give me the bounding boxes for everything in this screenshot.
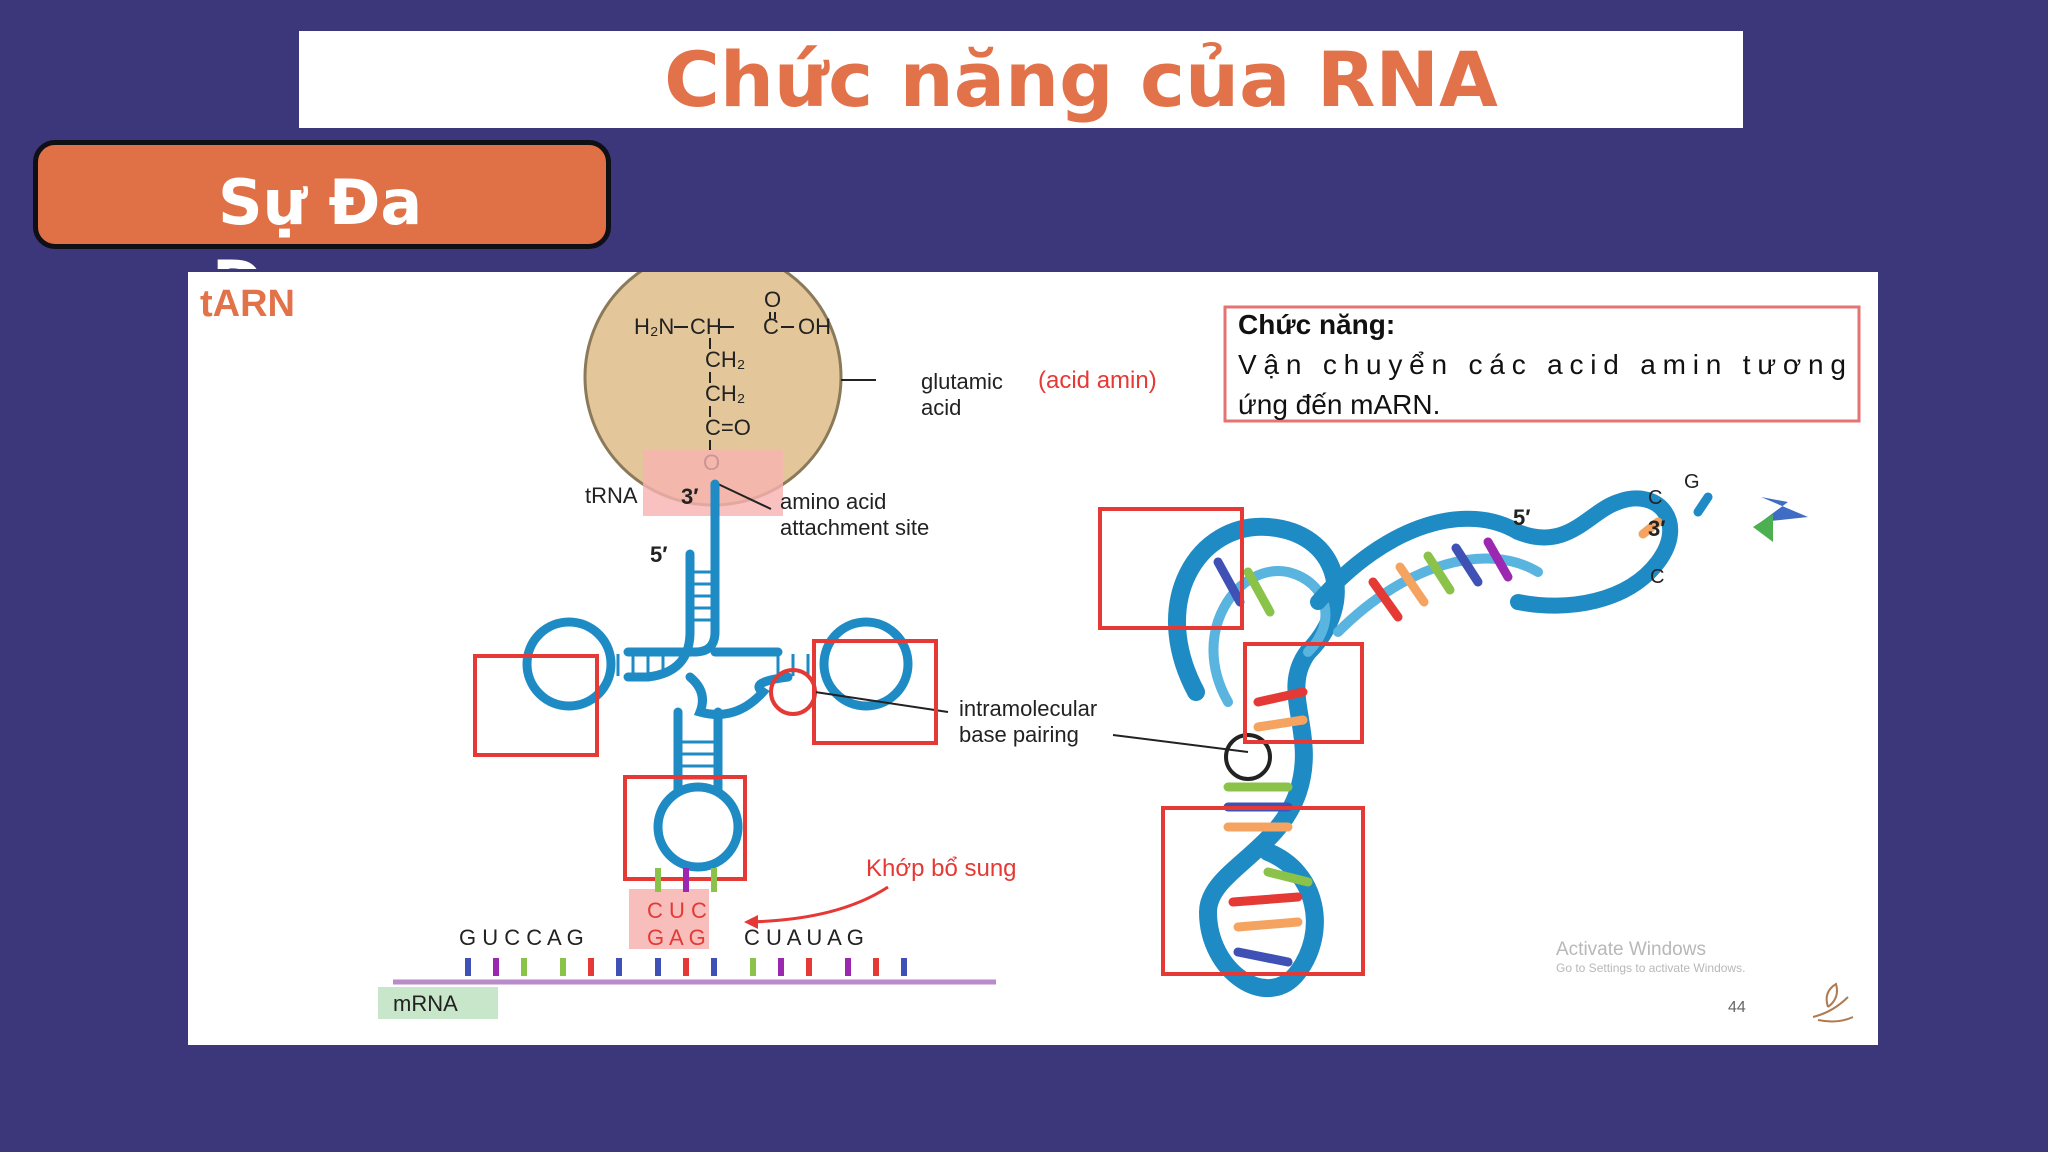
badge-label: Sự Đa	[218, 166, 423, 239]
leaf-logo-icon	[1812, 982, 1854, 1023]
base-pairing-circle	[769, 668, 817, 716]
function-line2: ứng đến mARN.	[1238, 389, 1440, 420]
trna-5prime-label: 5′	[650, 542, 668, 567]
badge-overflow-text: D	[212, 255, 272, 269]
complementary-label: Khớp bổ sung	[866, 855, 1017, 882]
trna-label: tRNA	[585, 483, 638, 508]
base-pair-rungs	[616, 570, 810, 780]
tarn-label: tARN	[200, 283, 295, 325]
complementary-arrowhead	[744, 915, 758, 929]
anticodon-stems	[655, 868, 717, 892]
mrna-sequence-left: G U C C A G	[459, 925, 584, 950]
attachment-pointer	[717, 483, 772, 510]
base-pairing-pointer	[814, 691, 949, 713]
model-5prime-label: 5′	[1513, 505, 1531, 530]
model-3prime-label: 3′	[1648, 516, 1666, 541]
model-g-label: G	[1684, 471, 1700, 493]
pairing-highlight	[629, 889, 709, 949]
mrna-sequence-right: C U A U A G	[744, 925, 864, 950]
acid-label: acid	[921, 395, 961, 420]
chem-c-eq-o: C=O	[705, 415, 751, 440]
complementary-arrow	[747, 885, 889, 924]
chemical-structure: H₂N CH O C OH CH₂ CH₂ C=O O	[634, 287, 831, 475]
codon-label: G A G	[647, 925, 706, 950]
acid-amin-label: (acid amin)	[1038, 367, 1157, 394]
model-highlight-boxes	[1098, 507, 1365, 976]
diagram-panel: tARN H₂N CH O C OH CH₂ CH₂ C=O O glutami…	[188, 247, 1878, 1045]
chem-ch2-1: CH₂	[705, 347, 745, 372]
anticodon-label: C U C	[647, 898, 707, 923]
function-box	[1223, 305, 1861, 423]
page-number: 44	[1728, 999, 1746, 1016]
mrna-bases	[465, 958, 907, 976]
mrna-label-bg	[378, 987, 498, 1019]
intramolecular-label: intramolecular	[959, 696, 1097, 721]
base-pairing-label: base pairing	[959, 722, 1079, 747]
section-badge: Sự Đa	[33, 140, 611, 249]
chem-amine: H₂N	[634, 314, 674, 339]
model-c-label-2: C	[1650, 566, 1664, 588]
watermark-line1: Activate Windows	[1556, 939, 1706, 960]
title-bar: Chức năng của RNA	[299, 31, 1743, 128]
attachment-site-label: attachment site	[780, 515, 929, 540]
chem-oh: OH	[798, 314, 831, 339]
chem-ch2-2: CH₂	[705, 381, 745, 406]
cloverleaf-highlight-boxes	[473, 639, 938, 881]
trna-diagram: tARN H₂N CH O C OH CH₂ CH₂ C=O O glutami…	[200, 247, 1861, 1023]
trna-3prime-label: 3′	[681, 484, 699, 509]
chem-ch: CH	[690, 314, 722, 339]
amino-acid-label: amino acid	[780, 489, 886, 514]
watermark-line2: Go to Settings to activate Windows.	[1556, 961, 1745, 975]
mrna-label: mRNA	[393, 991, 458, 1016]
glutamic-label: glutamic	[921, 369, 1003, 394]
model-c-label-1: C	[1648, 487, 1662, 509]
chem-c: C	[763, 314, 779, 339]
function-heading: Chức năng:	[1238, 309, 1395, 340]
trna-cloverleaf	[522, 479, 913, 872]
slide-title: Chức năng của RNA	[664, 34, 1498, 124]
chem-o-top: O	[764, 287, 781, 312]
